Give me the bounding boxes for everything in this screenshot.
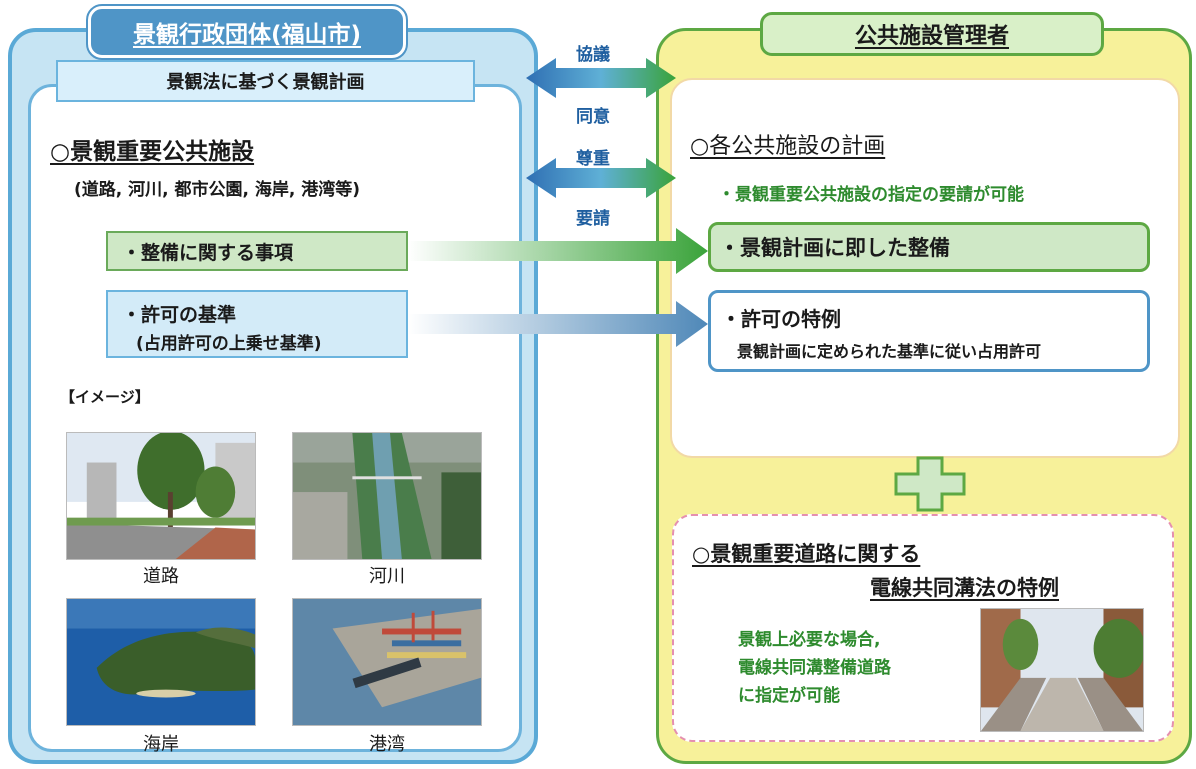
permit-exception-label: ・許可の特例 [721,307,841,331]
coast-photo [66,598,256,726]
facility-types-list: (道路, 河川, 都市公園, 海岸, 港湾等) [74,180,361,200]
plan-compliant-maintenance-box: ・景観計画に即した整備 [708,222,1150,272]
road-note-line-2: 電線共同溝整備道路 [738,658,891,678]
road-exception-note: 景観上必要な場合, 電線共同溝整備道路 に指定が可能 [738,626,891,710]
permit-criteria-sub: (占用許可の上乗せ基準) [136,334,322,354]
consultation-label: 協議 [576,45,610,65]
left-panel-title: 景観行政団体(福山市) [86,4,408,60]
important-facilities-heading: ○景観重要公共施設 [50,139,255,165]
coast-caption: 海岸 [143,734,179,755]
harbor-photo [292,598,482,726]
road-exception-heading-1: ○景観重要道路に関する [692,542,921,566]
street-photo [980,608,1144,732]
permit-exception-sub: 景観計画に定められた基準に従い占用許可 [737,342,1042,361]
road-note-line-1: 景観上必要な場合, [738,630,881,650]
consent-label: 同意 [576,107,610,127]
respect-label: 尊重 [576,149,610,169]
permit-exception-box: ・許可の特例 景観計画に定められた基準に従い占用許可 [708,290,1150,372]
road-exception-heading-2: 電線共同溝法の特例 [870,576,1059,600]
road-caption: 道路 [143,566,179,587]
facility-plan-heading: ○各公共施設の計画 [690,134,886,159]
request-label: 要請 [576,209,610,229]
river-caption: 河川 [369,566,405,587]
river-photo [292,432,482,560]
harbor-caption: 港湾 [369,734,405,755]
image-section-label: 【イメージ】 [60,388,150,406]
road-note-line-3: に指定が可能 [738,686,840,706]
designation-request-note: ・景観重要公共施設の指定の要請が可能 [718,185,1024,205]
landscape-plan-box: 景観法に基づく景観計画 [56,60,475,102]
maintenance-matters-label: ・整備に関する事項 [122,241,294,264]
right-panel-title: 公共施設管理者 [760,12,1104,56]
plus-icon [894,456,966,512]
permit-criteria-label: ・許可の基準 [122,304,237,326]
road-photo [66,432,256,560]
permit-criteria-box: ・許可の基準 (占用許可の上乗せ基準) [106,290,408,358]
plan-compliant-maintenance-label: ・景観計画に即した整備 [719,236,950,260]
maintenance-matters-box: ・整備に関する事項 [106,231,408,271]
